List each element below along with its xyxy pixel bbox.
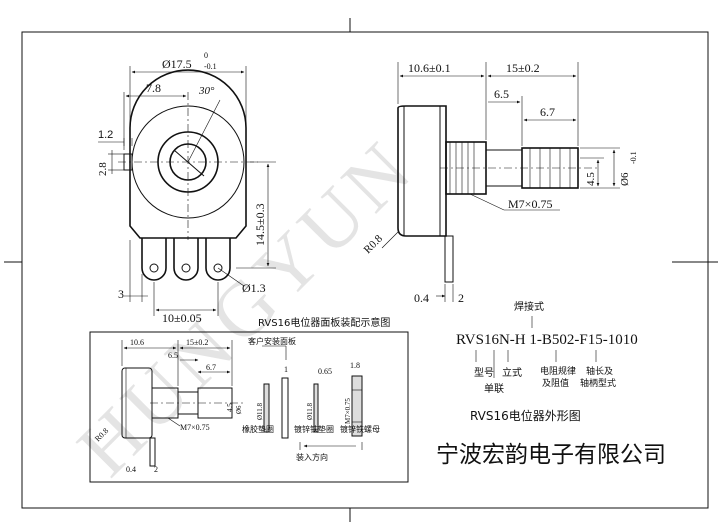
svg-text:2: 2 — [154, 465, 158, 474]
side-pin — [444, 235, 454, 283]
svg-text:型号: 型号 — [474, 366, 494, 379]
dim-front-angle: 30° — [198, 85, 215, 97]
svg-text:6.7: 6.7 — [206, 363, 216, 372]
dim-side-bush: 6.5 — [494, 87, 509, 101]
svg-text:Ø6: Ø6 — [235, 405, 243, 414]
svg-text:立式: 立式 — [502, 366, 522, 379]
dim-front-key: 1.2 — [98, 129, 113, 141]
nut — [351, 375, 363, 437]
dim-front-pin-dia: Ø1.3 — [242, 281, 266, 295]
svg-text:0: 0 — [204, 51, 208, 60]
drawing-title: RVS16电位器外形图 — [470, 408, 581, 423]
metal-washer — [313, 383, 319, 433]
front-angle-line — [187, 99, 221, 163]
svg-text:电阻规律: 电阻规律 — [540, 365, 576, 377]
dim-side-shaft: 15±0.2 — [506, 61, 540, 75]
svg-text:单联: 单联 — [484, 383, 504, 395]
dim-front-width: 7.8 — [146, 81, 161, 95]
dim-front-diameter: Ø17.5 — [162, 57, 192, 71]
svg-text:M7×0.75: M7×0.75 — [344, 398, 352, 424]
dim-side-pin-t: 0.4 — [414, 291, 429, 305]
panel — [281, 377, 289, 439]
svg-text:4.5: 4.5 — [226, 403, 234, 412]
svg-text:轴长及: 轴长及 — [586, 365, 613, 377]
dim-side-flat: 4.5 — [585, 172, 597, 186]
front-key — [123, 153, 133, 171]
svg-text:6.5: 6.5 — [168, 351, 178, 360]
dim-front-key-height: 2.8 — [97, 162, 109, 176]
dim-front-pin-offset: 3 — [118, 287, 124, 301]
front-shaft-flat — [173, 149, 205, 177]
rubber-washer — [263, 383, 270, 433]
metal-washer-label: 镀锌铁垫圈 — [294, 424, 334, 434]
svg-text:及阻值: 及阻值 — [542, 377, 569, 389]
svg-text:0.4: 0.4 — [126, 465, 136, 474]
dim-side-knurl: 6.7 — [540, 105, 555, 119]
nut-label: 镀锌铁螺母 — [340, 424, 380, 434]
svg-text:-0.1: -0.1 — [629, 151, 638, 164]
dim-side-shaft-dia: Ø6 — [619, 172, 631, 186]
mounting-title: RVS16电位器面板装配示意图 — [258, 316, 390, 329]
svg-text:Ø11.8: Ø11.8 — [306, 402, 314, 420]
dim-front-pin-height: 14.5±0.3 — [253, 203, 267, 246]
mounting-diagram: RVS16电位器面板装配示意图 10.6 15±0.2 6.5 6.7 4.5 … — [89, 316, 409, 483]
svg-text:轴柄型式: 轴柄型式 — [580, 377, 616, 389]
panel-label: 客户安装面板 — [248, 336, 296, 346]
svg-text:-0.1: -0.1 — [204, 62, 217, 71]
mounting-frame — [89, 331, 409, 483]
svg-text:1.8: 1.8 — [350, 361, 360, 370]
svg-text:0.65: 0.65 — [318, 367, 332, 376]
dim-side-thread: M7×0.75 — [508, 197, 552, 211]
front-view: Ø17.5 0 -0.1 7.8 30° 1.2 2.8 14.5±0.3 Ø1… — [97, 51, 276, 325]
front-pins — [141, 238, 231, 281]
svg-text:M7×0.75: M7×0.75 — [180, 423, 210, 432]
dim-side-body: 10.6±0.1 — [408, 61, 451, 75]
svg-text:10.6: 10.6 — [130, 338, 144, 347]
svg-text:Ø11.8: Ø11.8 — [256, 402, 264, 420]
svg-text:1: 1 — [284, 365, 288, 374]
part-code: 焊接式 RVS16N-H 1-B502-F15-1010 型号 单联 立式 电阻… — [456, 300, 638, 395]
part-code-text: RVS16N-H 1-B502-F15-1010 — [456, 332, 638, 348]
welding-label: 焊接式 — [514, 300, 544, 313]
company-name: 宁波宏韵电子有限公司 — [436, 442, 666, 468]
svg-text:15±0.2: 15±0.2 — [186, 338, 208, 347]
drawing-border — [21, 31, 709, 509]
dim-front-pin-pitch: 10±0.05 — [162, 311, 202, 325]
direction-label: 装入方向 — [296, 452, 328, 462]
rubber-washer-label: 橡胶垫圈 — [242, 424, 274, 434]
dim-side-pin-len: 2 — [458, 291, 464, 305]
